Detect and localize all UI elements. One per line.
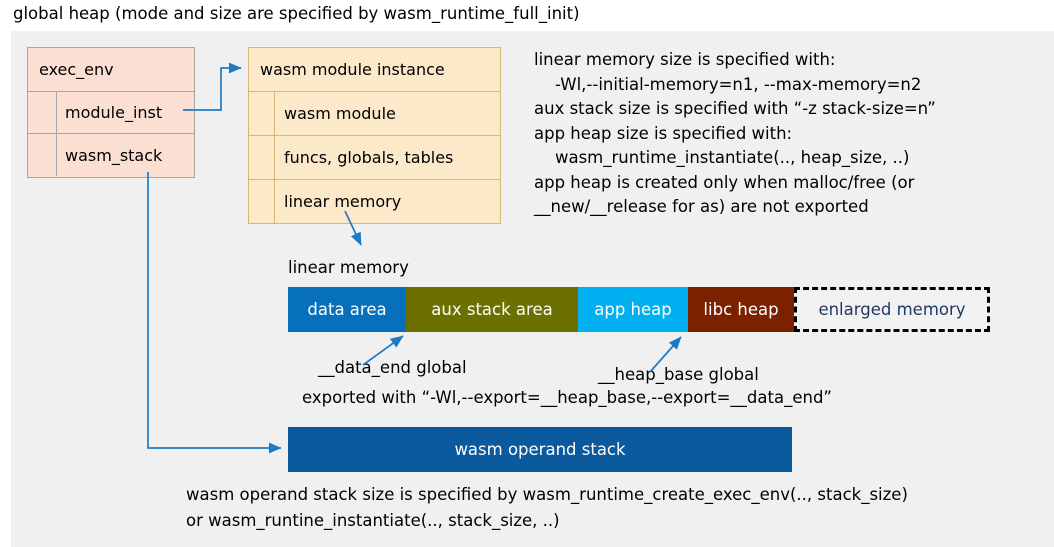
exec-env-header: exec_env (28, 48, 194, 92)
memory-segment-app-heap: app heap (578, 287, 688, 332)
module-instance-gutter (249, 136, 275, 179)
wasm-module-instance-box: wasm module instance wasm module funcs, … (248, 47, 501, 224)
memory-segment-label: data area (307, 300, 387, 319)
callout-data-end: __data_end global (318, 358, 467, 377)
module-instance-row-linear-memory: linear memory (249, 180, 500, 223)
funcs-globals-tables-label: funcs, globals, tables (284, 148, 454, 167)
wasm-stack-label: wasm_stack (65, 145, 163, 165)
wasm-operand-stack-label: wasm operand stack (454, 440, 626, 459)
linear-memory-caption: linear memory (288, 258, 409, 277)
module-instance-header: wasm module instance (249, 48, 500, 92)
memory-segment-label: aux stack area (431, 300, 553, 319)
exec-env-row-wasm-stack: wasm_stack (28, 134, 194, 176)
wasm-module-label: wasm module (284, 104, 396, 123)
exec-env-header-label: exec_env (39, 60, 114, 79)
memory-segment-label: libc heap (703, 300, 779, 319)
wasm-operand-stack-box: wasm operand stack (288, 427, 792, 472)
linear-memory-bar: data area aux stack area app heap libc heap… (288, 287, 990, 332)
callout-heap-base: __heap_base global (598, 365, 759, 384)
memory-notes-text: linear memory size is specified with: -W… (534, 50, 936, 216)
exec-env-gutter (28, 134, 57, 176)
page-title: global heap (mode and size are specified… (13, 4, 580, 23)
exec-env-row-module-inst: module_inst (28, 92, 194, 134)
exec-env-box: exec_env module_inst wasm_stack (27, 47, 195, 178)
module-instance-gutter (249, 92, 275, 135)
memory-segment-label: app heap (594, 300, 672, 319)
callout-exported: exported with “-Wl,--export=__heap_base,… (302, 388, 832, 407)
memory-segment-enlarged-memory: enlarged memory (794, 287, 990, 332)
operand-stack-note: wasm operand stack size is specified by … (186, 485, 908, 530)
memory-segment-data-area: data area (288, 287, 406, 332)
exec-env-gutter (28, 92, 57, 133)
linear-memory-row-label: linear memory (284, 192, 402, 211)
module-inst-label: module_inst (65, 103, 163, 122)
module-instance-row-wasm-module: wasm module (249, 92, 500, 136)
module-instance-row-funcs-globals-tables: funcs, globals, tables (249, 136, 500, 180)
memory-segment-label: enlarged memory (818, 300, 966, 319)
module-instance-gutter (249, 180, 275, 223)
module-instance-header-label: wasm module instance (260, 60, 445, 79)
memory-segment-aux-stack-area: aux stack area (406, 287, 578, 332)
memory-segment-libc-heap: libc heap (688, 287, 794, 332)
